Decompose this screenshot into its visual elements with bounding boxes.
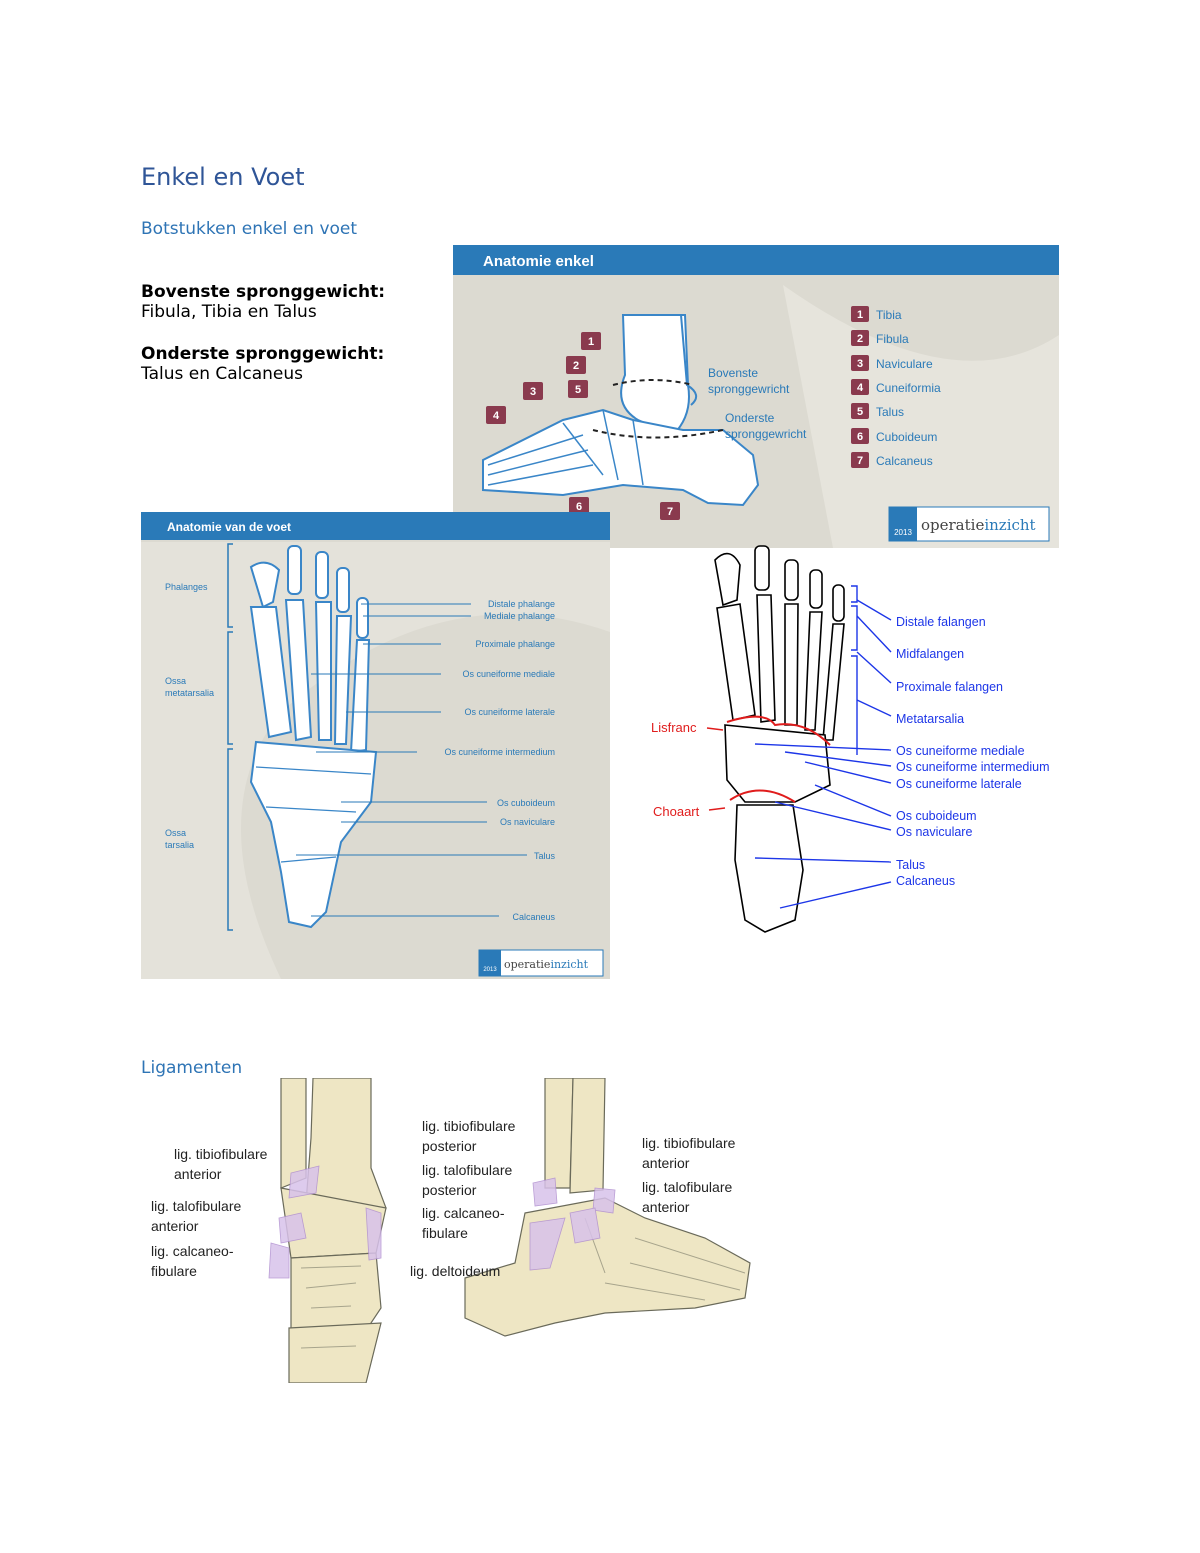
- lig-side-deltoideum: lig. deltoideum: [410, 1263, 500, 1279]
- group-metatarsalia: metatarsalia: [165, 688, 214, 698]
- lower-joint-block: Onderste spronggewicht: Talus en Calcane…: [141, 344, 384, 384]
- group-phalanges: Phalanges: [165, 582, 208, 592]
- foot-label-cuboideum: Os cuboideum: [497, 798, 555, 808]
- figure-ligaments-side: lig. tibiofibulare posterior lig. talofi…: [405, 1078, 755, 1343]
- legend-talus: Talus: [876, 405, 904, 419]
- foot-label-cuneiforme-mediale: Os cuneiforme mediale: [462, 669, 555, 679]
- foot-label-mediale-phalange: Mediale phalange: [484, 611, 555, 621]
- outline-label-cuneiforme-laterale: Os cuneiforme laterale: [896, 777, 1022, 791]
- lig-front-talofibulare-2: anterior: [151, 1218, 199, 1234]
- section-heading-ligaments: Ligamenten: [141, 1058, 243, 1078]
- joint-lower-line1: Onderste: [725, 411, 775, 425]
- upper-joint-text: Fibula, Tibia en Talus: [141, 302, 317, 322]
- lig-front-tibiofibulare-2: anterior: [174, 1166, 222, 1182]
- figure-foot-outline: Lisfranc Choaart Distale falangen Midfal…: [645, 540, 1085, 940]
- legend-num-7: 7: [857, 455, 863, 467]
- outline-label-metatarsalia: Metatarsalia: [896, 712, 964, 726]
- legend-fibula: Fibula: [876, 332, 909, 346]
- lig-side-calcaneofibulare-1: lig. calcaneo-: [422, 1205, 505, 1221]
- lig-side-tibiofibulare-post-1: lig. tibiofibulare: [422, 1118, 516, 1134]
- lig-side-tibiofibulare-post-2: posterior: [422, 1138, 477, 1154]
- lig-front-tibiofibulare-1: lig. tibiofibulare: [174, 1146, 268, 1162]
- lig-side-talofibulare-ant-2: anterior: [642, 1199, 690, 1215]
- ankle-figure-title: Anatomie enkel: [483, 253, 594, 270]
- logo-year: 2013: [894, 528, 912, 537]
- legend-num-3: 3: [857, 358, 863, 370]
- figure-foot-anatomy: Anatomie van de voet Phalanges Ossa meta…: [141, 512, 610, 979]
- logo-text: operatieinzicht: [921, 516, 1036, 534]
- outline-label-cuboideum: Os cuboideum: [896, 809, 977, 823]
- group-ossa-2: Ossa: [165, 828, 186, 838]
- lig-side-tibiofibulare-ant-1: lig. tibiofibulare: [642, 1135, 736, 1151]
- legend-num-6: 6: [857, 431, 863, 443]
- outline-label-naviculare: Os naviculare: [896, 825, 972, 839]
- marker-5: 5: [575, 384, 581, 396]
- outline-label-cuneiforme-intermedium: Os cuneiforme intermedium: [896, 760, 1050, 774]
- legend-naviculare: Naviculare: [876, 357, 933, 371]
- foot-label-talus: Talus: [534, 851, 556, 861]
- group-tarsalia: tarsalia: [165, 840, 194, 850]
- lig-side-talofibulare-post-1: lig. talofibulare: [422, 1162, 512, 1178]
- label-lisfranc: Lisfranc: [651, 720, 697, 735]
- label-choaart: Choaart: [653, 804, 700, 819]
- legend-tibia: Tibia: [876, 308, 902, 322]
- foot-label-proximale-phalange: Proximale phalange: [475, 639, 555, 649]
- marker-4: 4: [493, 410, 500, 422]
- outline-label-calcaneus: Calcaneus: [896, 874, 955, 888]
- marker-7: 7: [667, 506, 673, 518]
- marker-6: 6: [576, 501, 582, 513]
- page-title: Enkel en Voet: [141, 163, 305, 191]
- operatieinzicht-logo-2: 2013 operatieinzicht: [478, 949, 604, 977]
- operatieinzicht-logo: 2013 operatieinzicht: [888, 506, 1050, 542]
- joint-upper-line2: spronggewricht: [708, 382, 790, 396]
- legend-cuneiformia: Cuneiformia: [876, 381, 941, 395]
- outline-label-cuneiforme-mediale: Os cuneiforme mediale: [896, 744, 1025, 758]
- joint-lower-line2: spronggewricht: [725, 427, 807, 441]
- foot-label-naviculare: Os naviculare: [500, 817, 555, 827]
- ankle-legend: 1 2 3 4 5 6 7 Tibia Fibula Naviculare Cu…: [851, 306, 941, 468]
- outline-label-talus: Talus: [896, 858, 925, 872]
- logo-year-2: 2013: [483, 967, 497, 973]
- lig-side-talofibulare-ant-1: lig. talofibulare: [642, 1179, 732, 1195]
- legend-calcaneus: Calcaneus: [876, 454, 933, 468]
- figure-ligaments-front: lig. tibiofibulare anterior lig. talofib…: [141, 1078, 401, 1383]
- lig-front-calcaneofibulare-1: lig. calcaneo-: [151, 1243, 234, 1259]
- marker-2: 2: [573, 360, 579, 372]
- upper-joint-title: Bovenste spronggewicht:: [141, 282, 386, 302]
- outline-label-midfalangen: Midfalangen: [896, 647, 964, 661]
- upper-joint-block: Bovenste spronggewicht: Fibula, Tibia en…: [141, 282, 385, 322]
- foot-label-cuneiforme-intermedium: Os cuneiforme intermedium: [444, 747, 555, 757]
- legend-cuboideum: Cuboideum: [876, 430, 937, 444]
- logo-text-2: operatieinzicht: [504, 958, 589, 971]
- foot-label-cuneiforme-laterale: Os cuneiforme laterale: [464, 707, 555, 717]
- group-ossa-1: Ossa: [165, 676, 186, 686]
- foot-figure-title: Anatomie van de voet: [167, 520, 291, 534]
- legend-num-2: 2: [857, 333, 863, 345]
- legend-num-4: 4: [857, 382, 864, 394]
- outline-label-proximale-falangen: Proximale falangen: [896, 680, 1003, 694]
- lig-side-calcaneofibulare-2: fibulare: [422, 1225, 468, 1241]
- lig-side-talofibulare-post-2: posterior: [422, 1182, 477, 1198]
- lower-joint-text: Talus en Calcaneus: [141, 364, 304, 384]
- marker-3: 3: [530, 386, 536, 398]
- lig-side-tibiofibulare-ant-2: anterior: [642, 1155, 690, 1171]
- lig-front-talofibulare-1: lig. talofibulare: [151, 1198, 241, 1214]
- legend-num-1: 1: [857, 309, 863, 321]
- legend-num-5: 5: [857, 406, 863, 418]
- section-heading-bones: Botstukken enkel en voet: [141, 219, 358, 239]
- marker-1: 1: [588, 336, 594, 348]
- lower-joint-title: Onderste spronggewicht:: [141, 344, 385, 364]
- foot-label-distale-phalange: Distale phalange: [488, 599, 555, 609]
- lig-front-calcaneofibulare-2: fibulare: [151, 1263, 197, 1279]
- outline-label-distale-falangen: Distale falangen: [896, 615, 986, 629]
- figure-ankle-anatomy: Anatomie enkel Bovenste spronggewricht O…: [453, 245, 1059, 548]
- joint-upper-line1: Bovenste: [708, 366, 758, 380]
- foot-label-calcaneus: Calcaneus: [512, 912, 555, 922]
